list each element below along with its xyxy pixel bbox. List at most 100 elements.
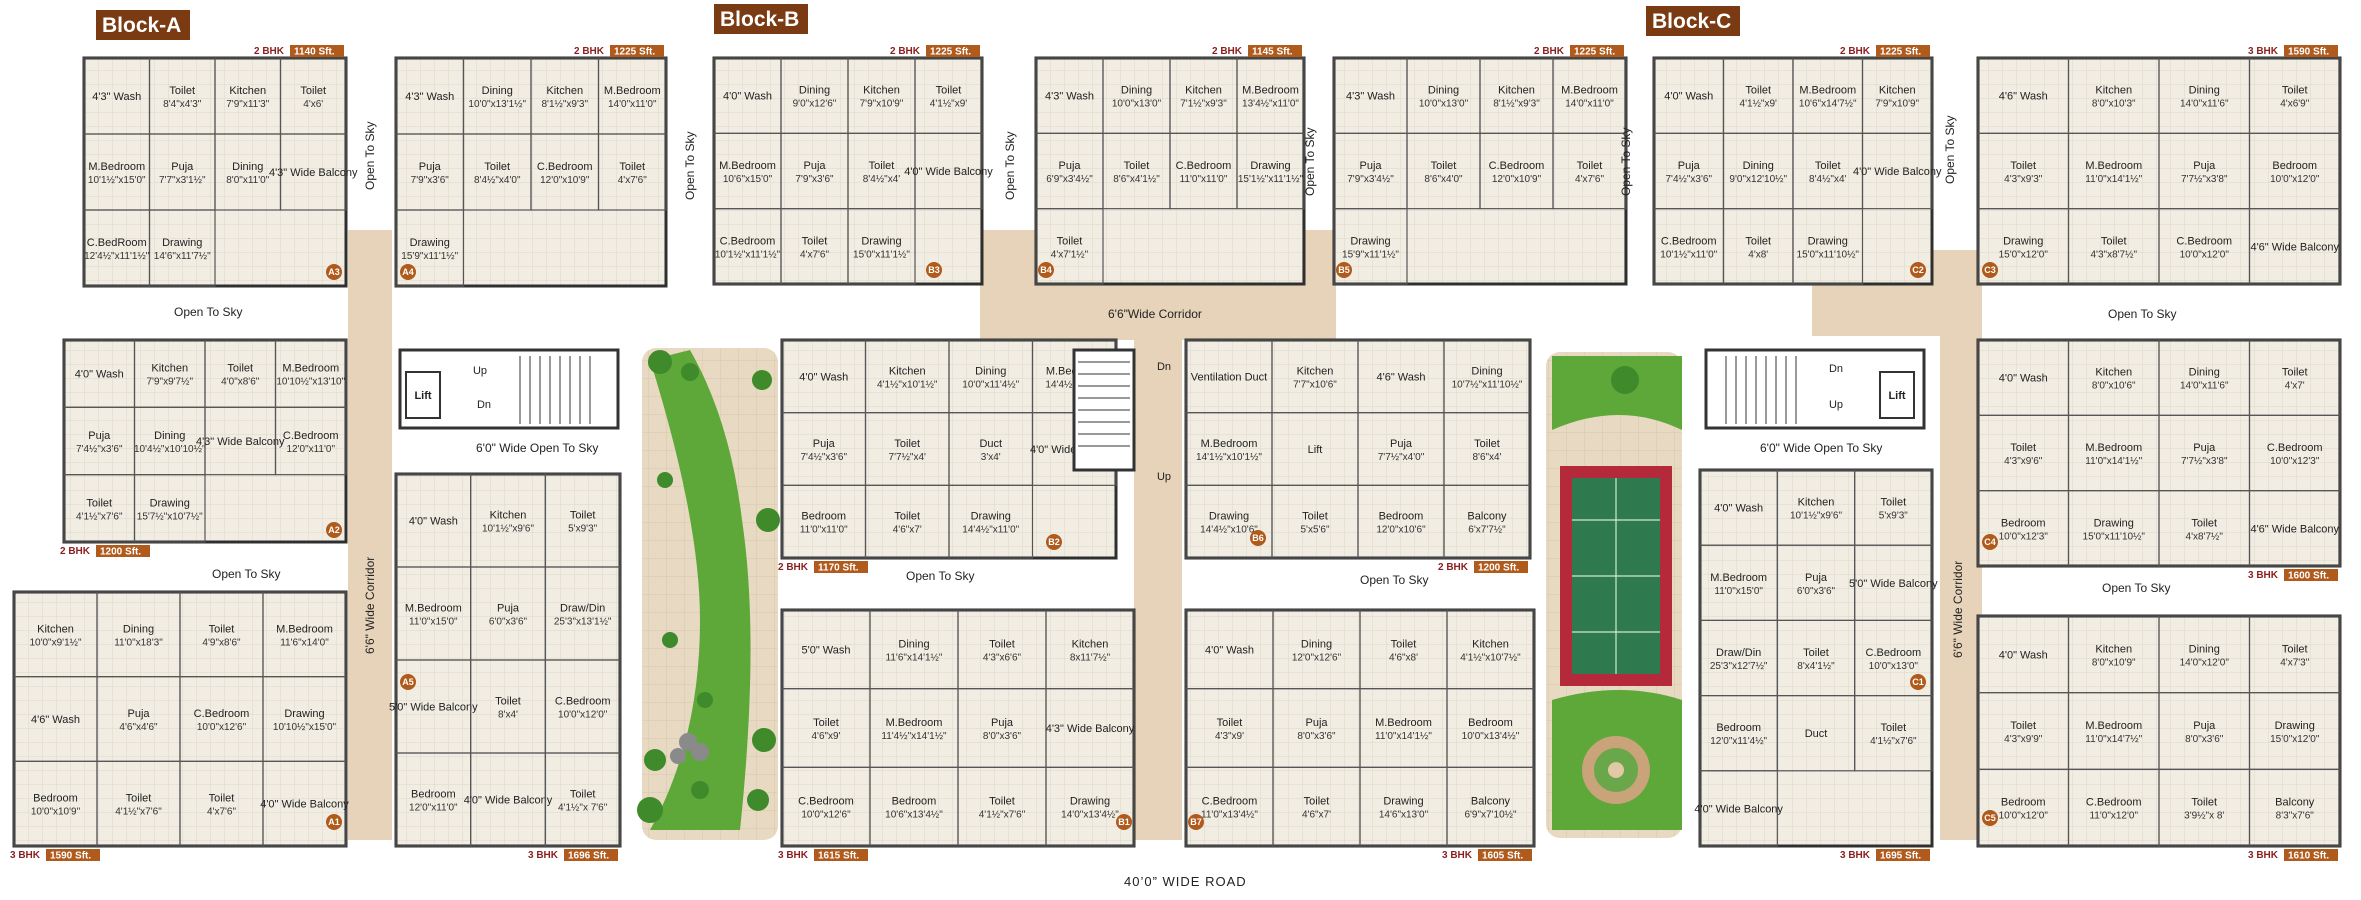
room-name: 4'0" Wash <box>1999 373 2048 385</box>
room-name: M.Bedroom <box>1375 717 1432 729</box>
room-name: Kitchen <box>546 85 583 97</box>
room-dimension: 4'6"x7' <box>893 525 922 536</box>
unit-outline <box>1698 468 1934 848</box>
room-name: Toilet <box>1745 235 1771 247</box>
room-wall <box>1699 770 1778 847</box>
room-name: M.Bedroom <box>1561 85 1618 97</box>
room-wall <box>279 133 347 211</box>
court-area <box>1546 352 1682 838</box>
room-dimension: 4'1½"x9' <box>930 99 967 110</box>
room-name: 4'3" Wide Balcony <box>1046 723 1135 735</box>
room-wall <box>1333 208 1408 285</box>
room-dimension: 12'0"x10'9" <box>1492 174 1542 185</box>
room-name: Puja <box>1058 160 1081 172</box>
room-name: 4'3" Wide Balcony <box>269 167 358 179</box>
open-to-sky-label: Open To Sky <box>174 305 242 319</box>
room-dimension: 9'0"x12'6" <box>793 99 837 110</box>
unit-bhk: 3 BHK <box>1442 850 1473 861</box>
open-to-sky-label: Open To Sky <box>363 122 377 190</box>
unit-id: A2 <box>328 525 340 535</box>
room-dimension: 10'0"x13'1½" <box>468 99 526 110</box>
room-dimension: 11'0"x11'0" <box>1180 174 1228 185</box>
room-name: 4'0" Wash <box>723 91 772 103</box>
room-name: Kitchen <box>37 623 74 635</box>
room-dimension: 6'9"x3'4½" <box>1046 174 1093 185</box>
room-dimension: 10'10½"x13'10" <box>276 377 345 388</box>
room-dimension: 7'1½"x9'3" <box>1180 99 1227 110</box>
room-name: 5'0" Wide Balcony <box>1849 578 1938 590</box>
room: 4'3" Wide Balcony <box>269 133 358 211</box>
unit-id: B5 <box>1338 265 1350 275</box>
open-to-sky-label: Open To Sky <box>1303 128 1317 196</box>
room-dimension: 11'6"x14'0" <box>280 637 329 648</box>
room-dimension: 10'0"x12'0" <box>1999 811 2049 822</box>
room-dimension: 9'0"x12'10½" <box>1729 174 1787 185</box>
area-tag-bg <box>2284 45 2338 57</box>
room-dimension: 15'0"x12'0" <box>2270 734 2320 745</box>
room-dimension: 11'4½"x14'1½" <box>881 731 947 742</box>
room-name: Kitchen <box>151 363 188 375</box>
unit-bhk: 3 BHK <box>1840 850 1871 861</box>
corridor-label: 6'6" Wide Corridor <box>1951 561 1965 658</box>
room-name: Dining <box>799 85 830 97</box>
room-name: Drawing <box>861 235 901 247</box>
room-dimension: 8'x4' <box>498 710 518 721</box>
room: 4'0" Wide Balcony <box>904 132 993 210</box>
room-name: 4'0" Wide Balcony <box>260 799 349 811</box>
room-dimension: 11'6"x14'1½" <box>886 652 943 663</box>
room-wall <box>2248 208 2341 285</box>
room-dimension: 10'0"x12'6" <box>197 722 247 733</box>
room-name: Duct <box>1805 728 1828 740</box>
room-wall <box>1446 766 1535 847</box>
room-dimension: 10'0"x12'0" <box>2270 174 2320 185</box>
room-name: M.Bedroom <box>1201 438 1258 450</box>
room-dimension: 15'0"x12'0" <box>1999 249 2049 260</box>
room-name: 4'3" Wash <box>405 91 454 103</box>
room-name: M.Bedroom <box>604 85 661 97</box>
room-name: M.Bedroom <box>1799 85 1856 97</box>
room-dimension: 10'1½"x9'6" <box>1790 511 1843 522</box>
room-name: 4'3" Wide Balcony <box>196 436 285 448</box>
room-name: 4'6" Wide Balcony <box>2250 241 2339 253</box>
room-name: 4'3" Wash <box>1045 91 1094 103</box>
unit-area: 1145 Sft. <box>1252 47 1293 58</box>
unit-bhk: 2 BHK <box>1840 46 1871 57</box>
room-wall <box>148 209 216 287</box>
unit-id: C3 <box>1984 265 1996 275</box>
room-name: 4'0" Wide Balcony <box>904 166 993 178</box>
unit-area: 1200 Sft. <box>100 547 141 558</box>
room-name: Bedroom <box>33 793 78 805</box>
block-b-title: Block-B <box>720 8 799 31</box>
room-name: 4'0" Wash <box>1714 503 1763 515</box>
room-dimension: 8'4½"x4'0" <box>474 175 521 186</box>
room-name: Dining <box>975 365 1006 377</box>
room-dimension: 12'0"x10'6" <box>1376 525 1426 536</box>
room-name: C.Bedroom <box>1661 235 1717 247</box>
room-dimension: 11'0"x14'1½" <box>1375 731 1432 742</box>
room-name: 4'3" Wash <box>92 91 141 103</box>
room-dimension: 15'7½"x10'7½" <box>137 511 203 522</box>
room-dimension: 4'1½"x7'6" <box>979 810 1026 821</box>
room-name: Drawing <box>2003 235 2043 247</box>
room-dimension: 11'0"x14'1½" <box>2085 174 2142 185</box>
room-dimension: 14'0"x11'6" <box>2180 99 2229 110</box>
room-name: 5'0" Wash <box>801 644 850 656</box>
room-name: Toilet <box>2101 235 2127 247</box>
room-name: Dining <box>482 85 513 97</box>
room-name: Toilet <box>1577 160 1603 172</box>
unit-area: 1590 Sft. <box>50 851 91 862</box>
unit-bhk: 2 BHK <box>778 562 809 573</box>
unit-id-badge <box>326 264 342 280</box>
block-c-title: Block-C <box>1652 10 1731 33</box>
room-dimension: 4'3"x9'9" <box>2004 734 2043 745</box>
room-wall <box>1854 694 1933 772</box>
room-dimension: 13'4½"x11'0" <box>1242 99 1299 110</box>
